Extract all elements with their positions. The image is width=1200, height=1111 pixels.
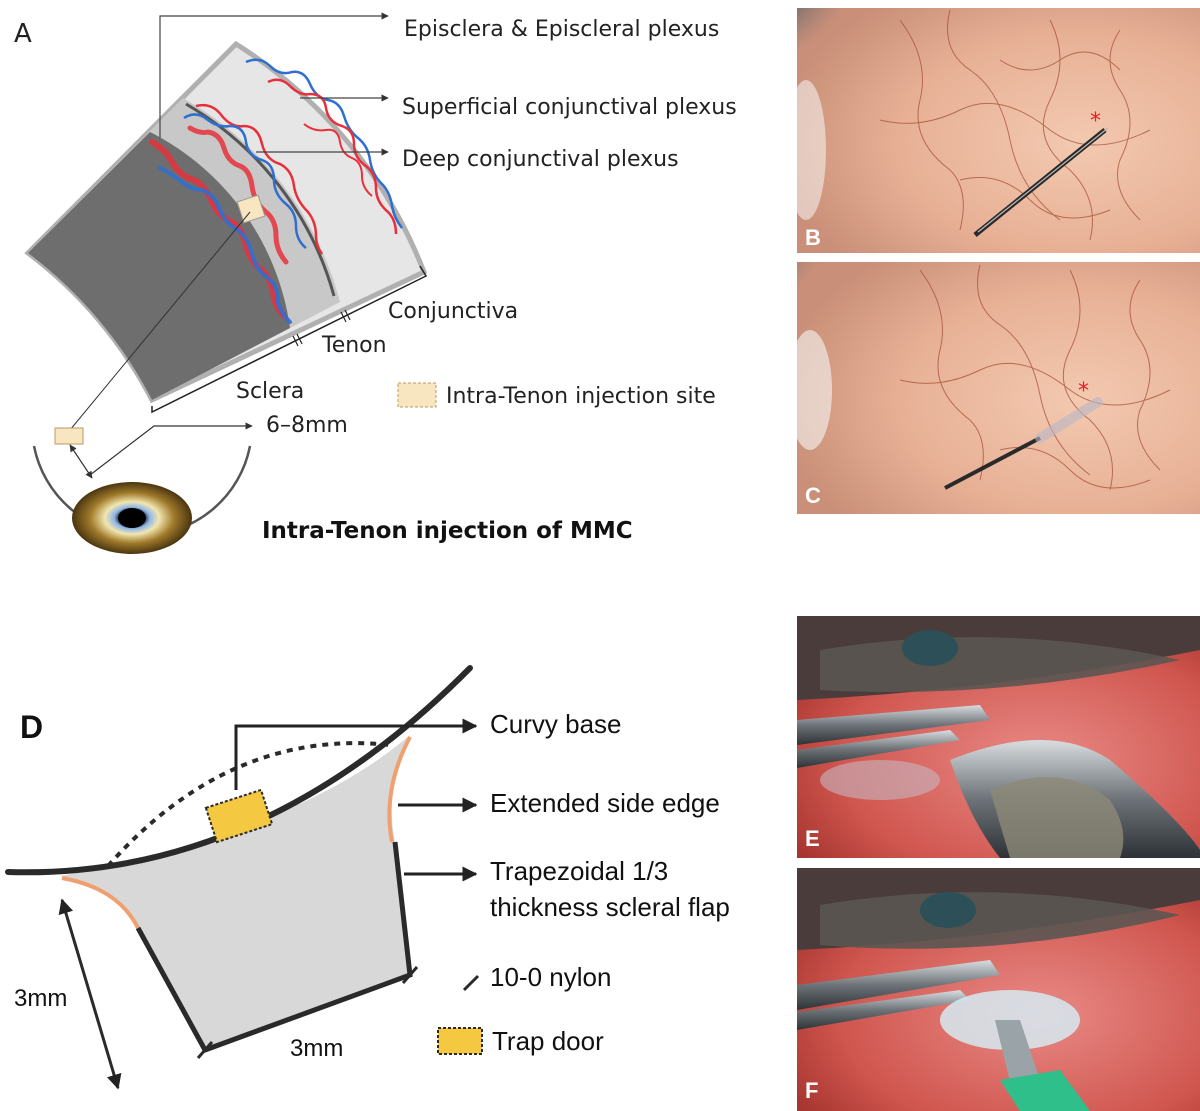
label-distance: 6–8mm: [266, 413, 348, 438]
sclera-layer: [28, 132, 290, 400]
legend-site-swatch: [397, 382, 437, 408]
photo-e: E: [797, 616, 1200, 858]
small-injection-site: [54, 427, 84, 445]
label-flap-2: thickness scleral flap: [490, 892, 730, 922]
deep-plexus-artery-2: [187, 125, 289, 265]
episcleral-plexus-artery: [267, 78, 398, 235]
leader-episclera: [159, 12, 389, 138]
injection-site-marker: [236, 194, 266, 224]
photo-c: * C: [797, 262, 1200, 514]
panel-a-caption: Intra-Tenon injection of MMC: [262, 518, 633, 544]
label-superficial: Superficial conjunctival plexus: [402, 95, 737, 120]
tick-tenon-sclera-2: [296, 333, 303, 345]
tenon-boundary-line: [185, 102, 336, 297]
label-side-edge: Extended side edge: [490, 788, 720, 818]
panel-letter-b: B: [805, 225, 821, 250]
extended-edge-left: [61, 876, 140, 929]
label-flap-1: Trapezoidal 1/3: [490, 856, 668, 886]
photo-f: F: [797, 868, 1200, 1111]
leader-curvy-base: [234, 718, 478, 790]
label-sclera: Sclera: [236, 379, 304, 404]
pupil: [118, 508, 146, 528]
legend-nylon-mark: [462, 974, 480, 992]
tick-tenon-sclera: [292, 335, 299, 347]
dotted-arc: [106, 741, 391, 868]
zoom-line: [69, 211, 251, 431]
panel-a-diagram: A Episclera & Episcleral plexus Superfic…: [14, 12, 737, 554]
panel-letter-e: E: [805, 826, 820, 851]
label-episclera: Episclera & Episcleral plexus: [404, 17, 719, 42]
panel-letter-a: A: [14, 19, 32, 49]
suture-left: [196, 1041, 214, 1059]
deep-plexus-vein: [158, 166, 292, 324]
site-to-eye-arrow: [69, 444, 93, 479]
panel-d-diagram: D Curvy base Extended side edge Trapezoi…: [5, 665, 730, 1090]
dimension-bottom-label: 3mm: [290, 1035, 343, 1062]
deep-plexus-artery: [149, 139, 287, 319]
label-deep: Deep conjunctival plexus: [402, 147, 679, 172]
tick-tenon-conj-2: [344, 309, 351, 321]
trap-door: [204, 788, 274, 844]
label-tenon: Tenon: [321, 333, 387, 358]
photo-b-star: *: [1090, 109, 1101, 134]
legend-nylon-label: 10-0 nylon: [490, 962, 611, 992]
distance-arrow: [89, 422, 253, 476]
dimension-bracket: [151, 265, 428, 414]
legend-trap-door-swatch: [437, 1027, 483, 1055]
photo-c-star: *: [1078, 379, 1089, 404]
panel-letter-c: C: [805, 483, 821, 508]
extended-edge-right: [387, 736, 412, 843]
photo-b: * B: [797, 8, 1200, 253]
legend-site-label: Intra-Tenon injection site: [446, 384, 716, 409]
suture-right: [401, 966, 419, 984]
tick-tenon-conj: [340, 311, 347, 323]
dimension-left-arrow: [58, 898, 122, 1090]
superficial-plexus-vein: [183, 113, 307, 249]
panel-letter-d: D: [20, 709, 43, 745]
label-conjunctiva: Conjunctiva: [388, 299, 518, 324]
flap-sides: [135, 841, 413, 1054]
episcleral-plexus-vein: [245, 58, 403, 229]
legend-trap-door-label: Trap door: [492, 1026, 604, 1056]
panel-letter-f: F: [805, 1078, 818, 1103]
superficial-plexus-artery: [195, 103, 324, 255]
label-curvy-base: Curvy base: [490, 709, 622, 739]
scleral-flap: [60, 735, 410, 1050]
dimension-left-label: 3mm: [14, 985, 67, 1012]
